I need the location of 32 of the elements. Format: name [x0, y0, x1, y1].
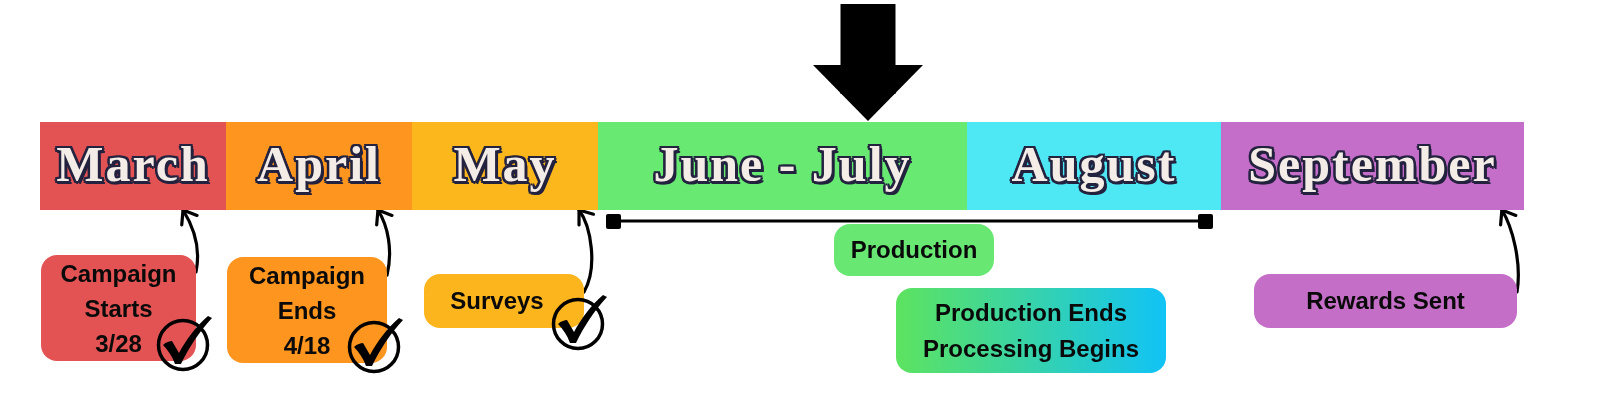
month-segment [598, 122, 967, 210]
date-label: 4/18 [283, 330, 331, 361]
month-label: August [1011, 139, 1177, 193]
event-label: Campaign Ends [248, 260, 366, 326]
month-label: June - July [653, 139, 912, 193]
month-segment [226, 122, 412, 210]
curved-arrow [576, 208, 595, 294]
event-label: Production [850, 235, 978, 265]
curved-arrow [374, 208, 394, 277]
month-segment [412, 122, 598, 210]
month-segment [1221, 122, 1524, 210]
event-box [424, 274, 584, 328]
event-label: Surveys [450, 286, 544, 316]
curved-arrow [1498, 208, 1520, 294]
event-box [834, 224, 994, 276]
curved-arrow [179, 208, 200, 274]
event-label: Campaign Starts [59, 258, 178, 324]
month-label: September [1248, 139, 1497, 193]
event-label: Production Ends [935, 297, 1127, 328]
event-box [1254, 274, 1517, 328]
down-arrow [813, 4, 923, 121]
event-box [41, 255, 196, 361]
event-label: Processing Begins [922, 333, 1140, 364]
month-label: April [257, 139, 381, 193]
date-label: 3/28 [95, 328, 142, 359]
month-segment [967, 122, 1221, 210]
event-label: Rewards Sent [1306, 286, 1465, 316]
month-label: May [453, 139, 557, 193]
month-segment [40, 122, 226, 210]
event-box [896, 288, 1166, 373]
month-label: March [56, 139, 210, 193]
event-box [227, 257, 387, 363]
